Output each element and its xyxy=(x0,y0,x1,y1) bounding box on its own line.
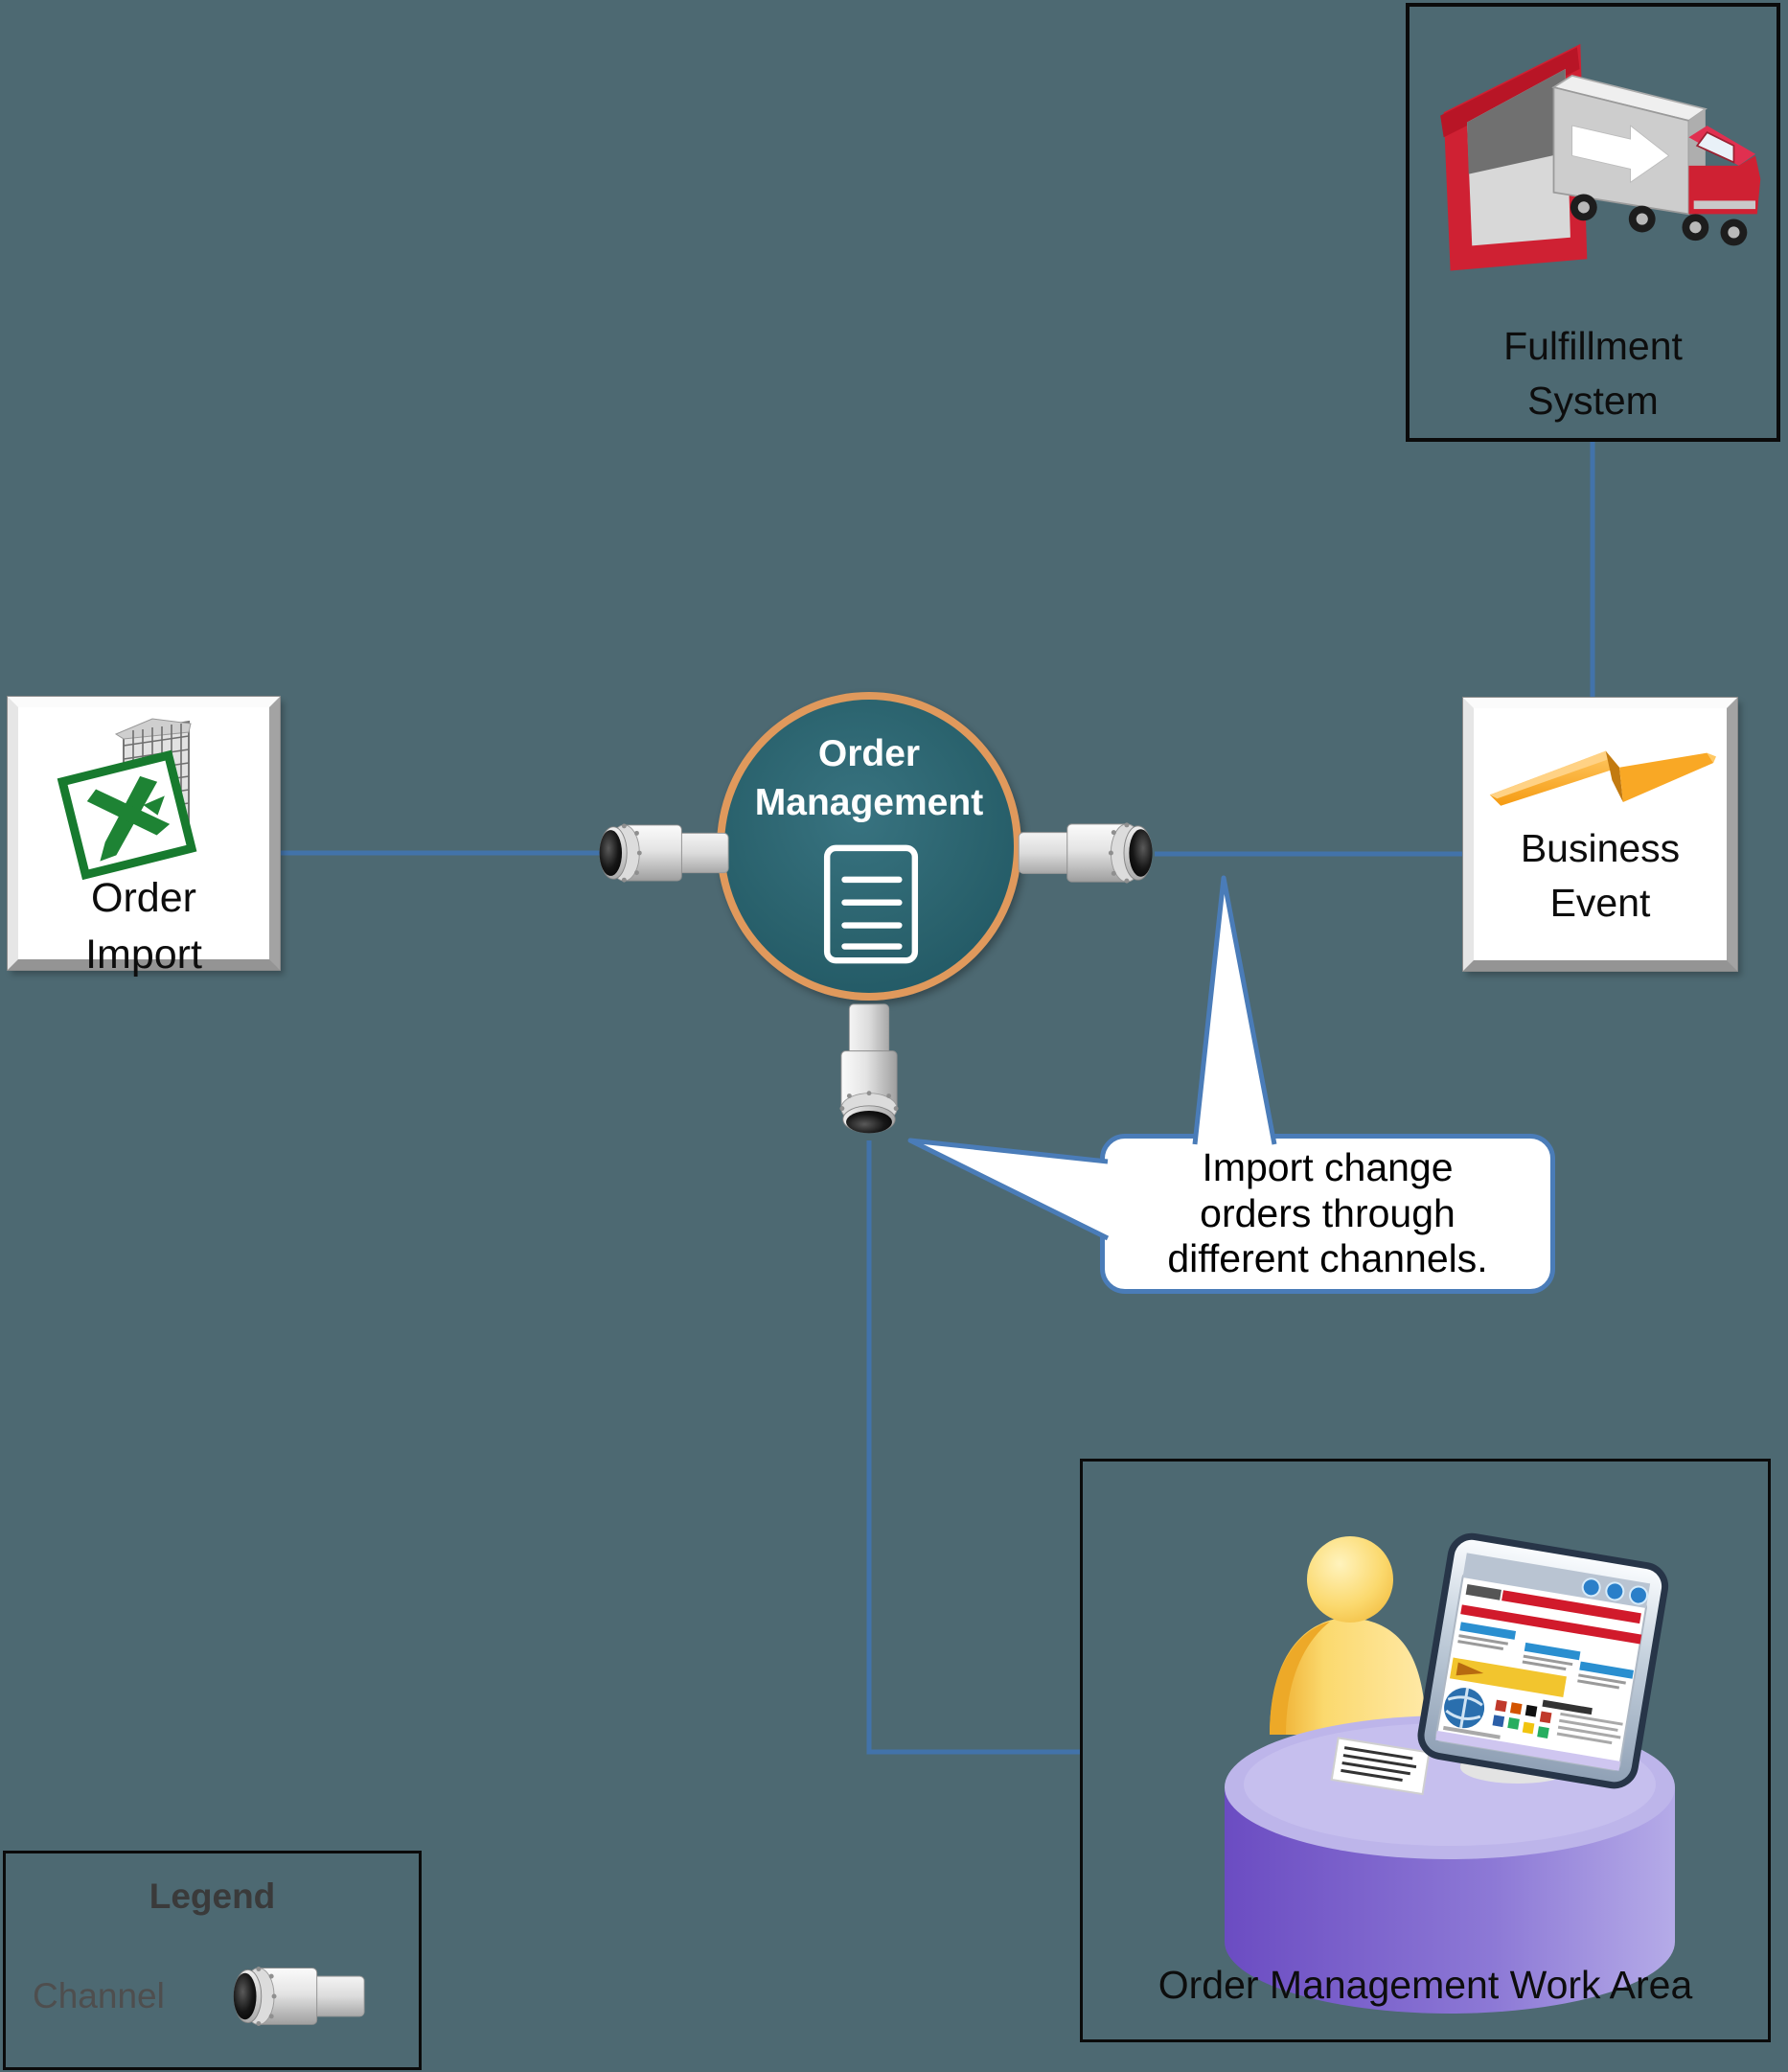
fulfillment-system-label: Fulfillment System xyxy=(1503,324,1683,423)
callout-line: Import change xyxy=(1202,1144,1454,1189)
order-management-circle: Order Management xyxy=(717,692,1021,1001)
channel-connector-right-icon xyxy=(1016,820,1167,886)
workstation-icon xyxy=(1225,1532,1675,2014)
lightning-bolt-icon xyxy=(1489,750,1716,806)
callout-bubble: Import change orders through different c… xyxy=(1100,1134,1555,1294)
legend-channel-label: Channel xyxy=(33,1976,165,2015)
callout-line: different channels. xyxy=(1167,1236,1488,1281)
work-area-node: Order Management Work Area xyxy=(1080,1459,1771,2042)
truck-dock-icon xyxy=(1440,43,1761,271)
order-import-label: Order Import xyxy=(85,875,202,978)
legend-box: Legend Channel xyxy=(3,1851,422,2070)
order-management-label: Order Management xyxy=(754,733,984,823)
channel-connector-icon xyxy=(220,1963,366,2030)
line-circle-to-workarea xyxy=(866,1140,1080,1755)
channel-connector-bottom-icon xyxy=(837,1002,902,1146)
document-icon xyxy=(823,844,919,964)
channel-connector-left-icon xyxy=(586,820,730,886)
legend-title: Legend xyxy=(149,1876,276,1916)
fulfillment-system-node: Fulfillment System xyxy=(1406,3,1780,442)
callout-line: orders through xyxy=(1200,1190,1456,1235)
business-event-node: Business Event xyxy=(1462,697,1738,972)
excel-spreadsheet-icon xyxy=(57,718,197,881)
business-event-label: Business Event xyxy=(1520,826,1681,925)
order-import-node: Order Import xyxy=(7,696,281,978)
work-area-label: Order Management Work Area xyxy=(1158,1963,1693,2007)
